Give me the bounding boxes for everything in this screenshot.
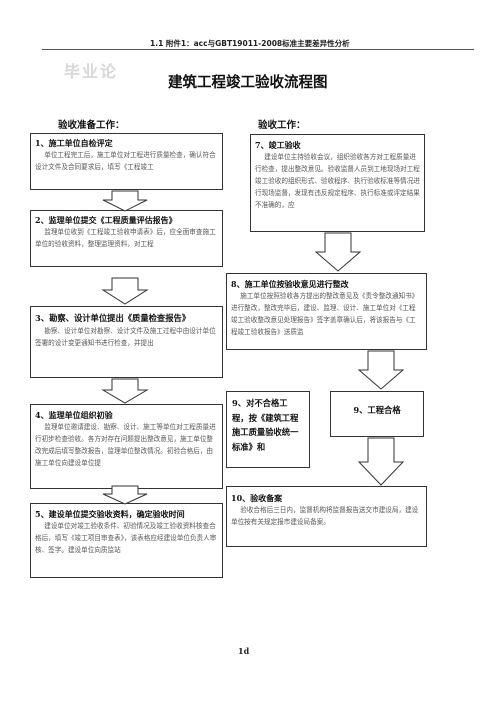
step-2-body: 监理单位收到《工程竣工验收申请表》后，应全面审查施工单位的验收资料，整理监理资料… bbox=[35, 228, 216, 249]
down-arrow-icon bbox=[102, 190, 148, 212]
step-5-box: 5、建设单位提交验收资料，确定验收时间 建设单位对竣工验收条件、初验情况及竣工验… bbox=[30, 503, 223, 578]
step-4-body: 监理单位邀请建设、勘察、设计、施工等单位对工程质量进行初步检查验收。各方对存在问… bbox=[35, 423, 216, 467]
down-arrow-icon bbox=[314, 232, 362, 272]
down-arrow-icon bbox=[101, 277, 149, 305]
step-8-body: 施工单位按照验收各方提出的整改意见及《责令整改通知书》进行整改，整改完毕后，建设… bbox=[231, 292, 419, 336]
step-4-box: 4、监理单位组织初验 监理单位邀请建设、勘察、设计、施工等单位对工程质量进行初步… bbox=[30, 404, 223, 489]
watermark: 毕业论 bbox=[64, 62, 119, 81]
header-divider bbox=[42, 49, 474, 50]
step-9-pass-title: 9、工程合格 bbox=[353, 405, 401, 415]
step-3-title: 3、勘察、设计单位提出《质量检查报告》 bbox=[35, 313, 191, 323]
step-7-box: 7、竣工验收 建设单位主持验收会议，组织验收各方对工程质量进行检查，提出整改意见… bbox=[250, 134, 425, 232]
step-3-box: 3、勘察、设计单位提出《质量检查报告》 勘察、设计单位对勘察、设计文件及施工过程… bbox=[30, 306, 223, 378]
step-7-body: 建设单位主持验收会议，组织验收各方对工程质量进行检查，提出整改意见。验收监督人员… bbox=[255, 153, 420, 209]
page-title: 建筑工程竣工验收流程图 bbox=[168, 75, 328, 91]
step-8-title: 8、施工单位按验收意见进行整改 bbox=[231, 279, 349, 289]
step-9-pass-box: 9、工程合格 bbox=[330, 391, 424, 437]
left-section-heading: 验收准备工作： bbox=[58, 120, 125, 131]
page-number: 1d bbox=[238, 646, 250, 656]
step-3-body: 勘察、设计单位对勘察、设计文件及施工过程中由设计单位签署的设计变更通知书进行检查… bbox=[35, 327, 216, 348]
step-5-body: 建设单位对竣工验收条件、初验情况及竣工验收资料核查合格后，填写《竣工项目审查表》… bbox=[35, 522, 217, 555]
step-1-title: 1、施工单位自检评定 bbox=[35, 138, 113, 148]
step-10-title: 10、验收备案 bbox=[231, 493, 283, 503]
down-arrow-icon bbox=[102, 485, 148, 505]
step-10-box: 10、验收备案 验收合格后三日内，监督机构将监督报告送交市建设局，建设单位按有关… bbox=[226, 486, 427, 547]
step-10-body: 验收合格后三日内，监督机构将监督报告送交市建设局，建设单位按有关规定报市建设局备… bbox=[231, 506, 419, 527]
step-1-body: 单位工程完工后，施工单位对工程进行质量检查，确认符合设计文件及合同要求后，填写《… bbox=[35, 151, 216, 172]
step-2-box: 2、监理单位提交《工程质量评估报告》 监理单位收到《工程竣工验收申请表》后，应全… bbox=[30, 210, 223, 267]
down-arrow-icon bbox=[357, 350, 405, 390]
step-9-fail-box: 9、对不合格工程，按《建筑工程施工质量验收统一标准》和 bbox=[226, 391, 310, 468]
step-7-title: 7、竣工验收 bbox=[255, 140, 301, 150]
step-2-title: 2、监理单位提交《工程质量评估报告》 bbox=[35, 215, 177, 225]
down-arrow-icon bbox=[357, 437, 405, 486]
step-5-title: 5、建设单位提交验收资料，确定验收时间 bbox=[35, 509, 185, 519]
step-4-title: 4、监理单位组织初验 bbox=[35, 410, 113, 420]
down-arrow-icon bbox=[101, 378, 149, 404]
page-header: 1.1 附件1：acc与GBT19011-2008标准主要差异性分析 bbox=[150, 39, 350, 48]
step-8-box: 8、施工单位按验收意见进行整改 施工单位按照验收各方提出的整改意见及《责令整改通… bbox=[226, 273, 427, 350]
step-9-fail-title: 9、对不合格工程，按《建筑工程施工质量验收统一标准》和 bbox=[232, 398, 299, 452]
right-section-heading: 验收工作： bbox=[258, 120, 306, 131]
step-1-box: 1、施工单位自检评定 单位工程完工后，施工单位对工程进行质量检查，确认符合设计文… bbox=[30, 133, 223, 190]
